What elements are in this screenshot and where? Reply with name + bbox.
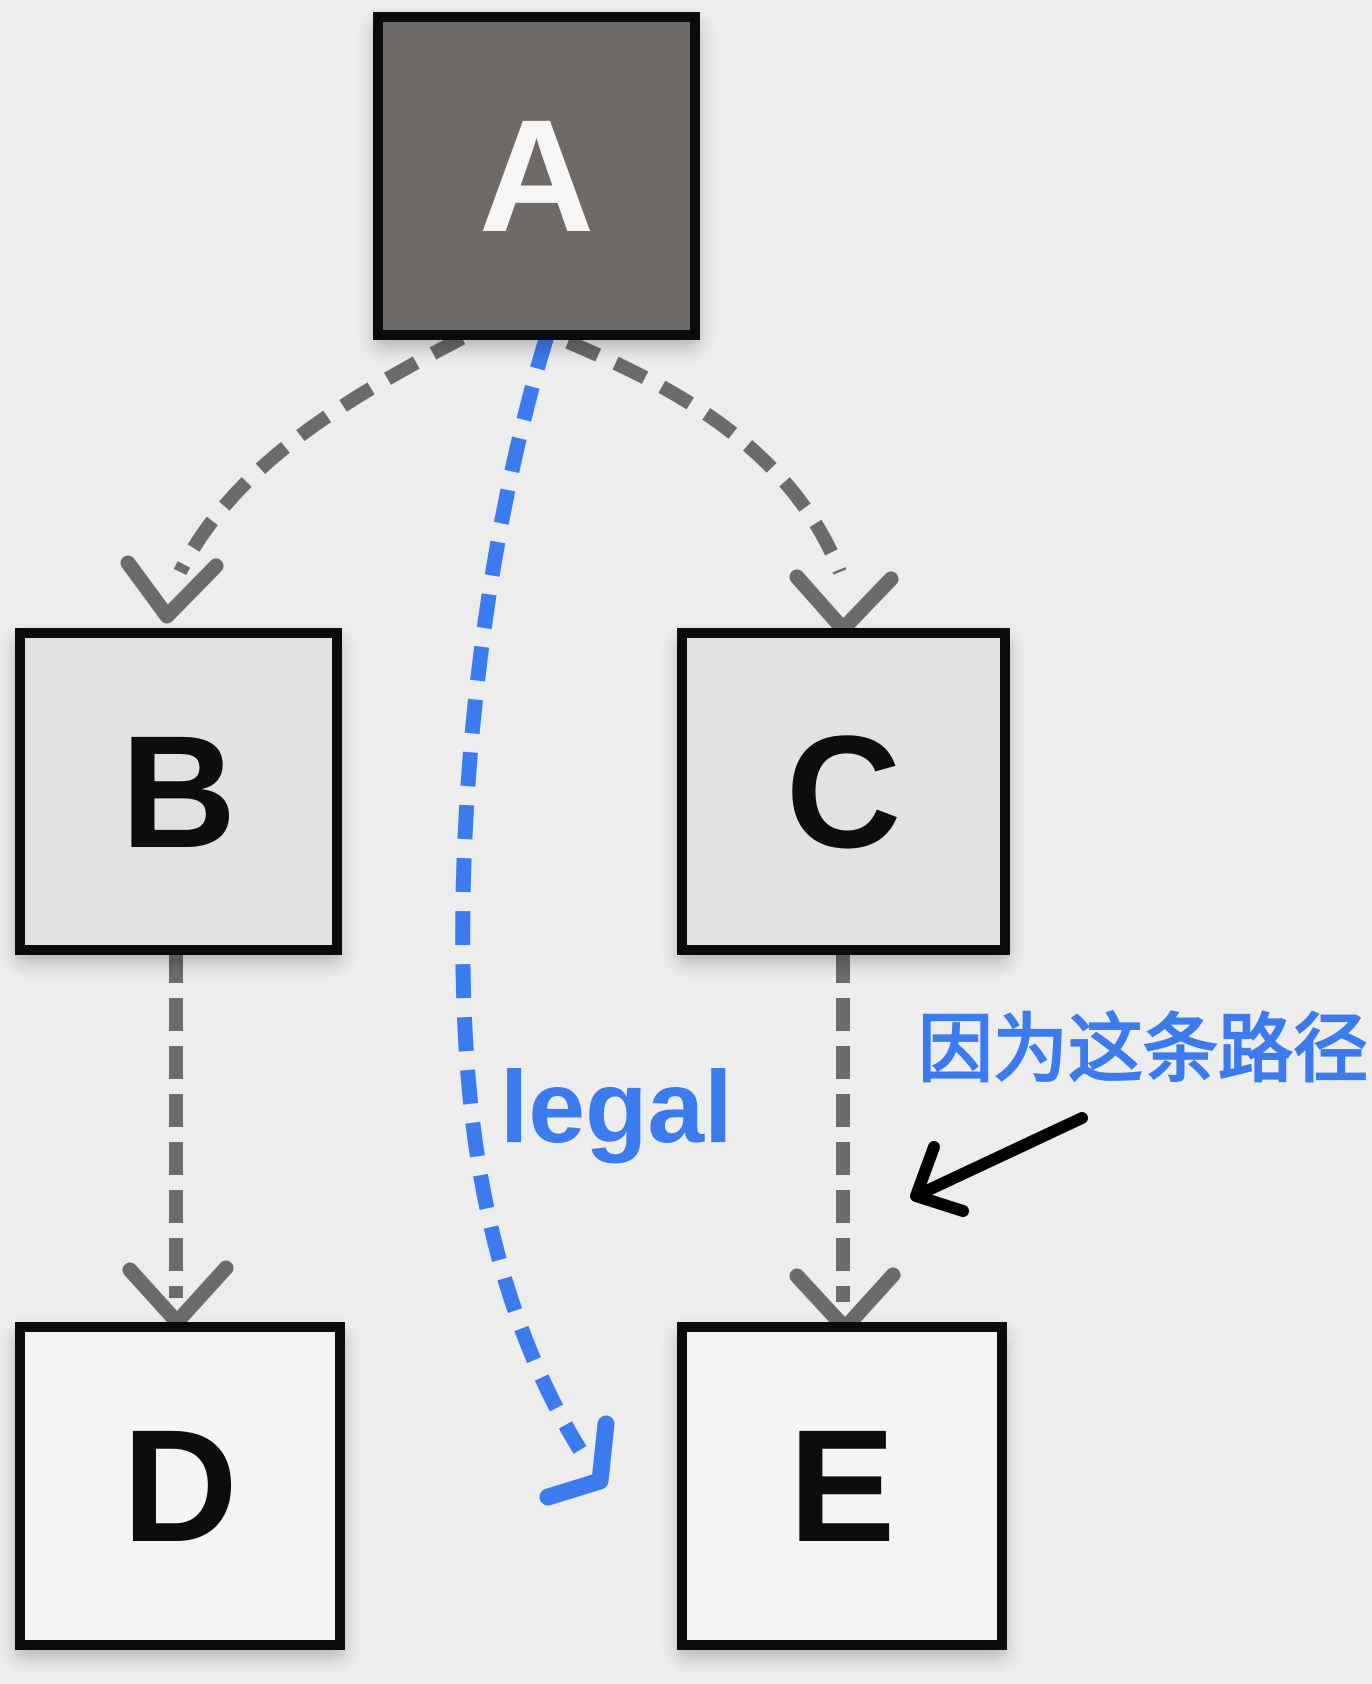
node-a: A [373,12,700,340]
node-a-label: A [478,86,595,265]
annotation-arrow [910,1112,1088,1217]
annotation-text: 因为这条路径 [918,1007,1369,1091]
edge-c-to-e [789,950,901,1336]
node-e-label: E [788,1396,896,1575]
node-b-label: B [120,701,237,881]
edge-b-to-d [122,950,234,1330]
node-b: B [15,628,342,955]
annotation-arrowhead-icon [910,1141,969,1217]
edge-a-legal [455,333,615,1506]
arrowhead-legal-icon [539,1415,615,1506]
node-d: D [15,1322,345,1650]
arrowhead-c-icon [789,569,899,637]
node-c: C [677,628,1010,955]
edge-a-to-c [565,335,899,637]
node-e: E [677,1322,1007,1650]
node-c-label: C [785,701,902,881]
edge-a-to-b [120,331,466,624]
node-d-label: D [122,1396,238,1575]
legal-edge-label: legal [500,1050,733,1164]
arrowhead-b-icon [120,555,224,624]
